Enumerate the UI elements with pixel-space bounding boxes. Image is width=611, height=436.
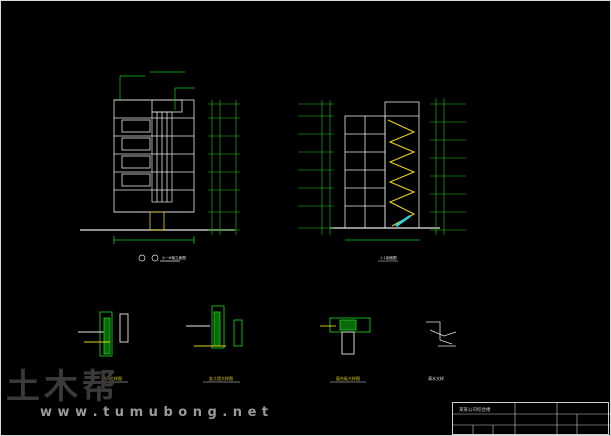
detail-4-drawing	[426, 321, 457, 347]
detail-3-label: 窗台板大样图	[336, 375, 360, 381]
right-section-label: 1-1剖面图	[380, 255, 397, 260]
watermark-url: w w w . t u m u b o n g . n e t	[40, 405, 269, 420]
detail-2-label: 女儿墙大样图	[209, 375, 233, 381]
detail-4-label: 滴水大样	[428, 375, 444, 381]
detail-1-label: 檐口大样图	[102, 375, 122, 381]
svg-text:土木帮: 土木帮	[6, 367, 120, 407]
title-block: 某某公司综合楼	[452, 402, 610, 436]
left-leaders	[119, 71, 195, 110]
stair-landing	[395, 214, 411, 228]
detail-1-drawing	[78, 311, 129, 357]
stair-flights	[387, 119, 416, 227]
left-elevation-label: ①~⑧轴立面图	[162, 255, 186, 260]
left-elevation-label-group	[138, 254, 180, 262]
watermark-logo: 土木帮	[6, 367, 120, 407]
detail-3-drawing	[320, 317, 371, 355]
right-level-marks	[298, 98, 466, 235]
title-block-project: 某某公司综合楼	[459, 406, 491, 413]
detail-2-drawing	[186, 305, 243, 349]
left-level-marks	[208, 100, 240, 235]
right-section	[330, 101, 440, 241]
